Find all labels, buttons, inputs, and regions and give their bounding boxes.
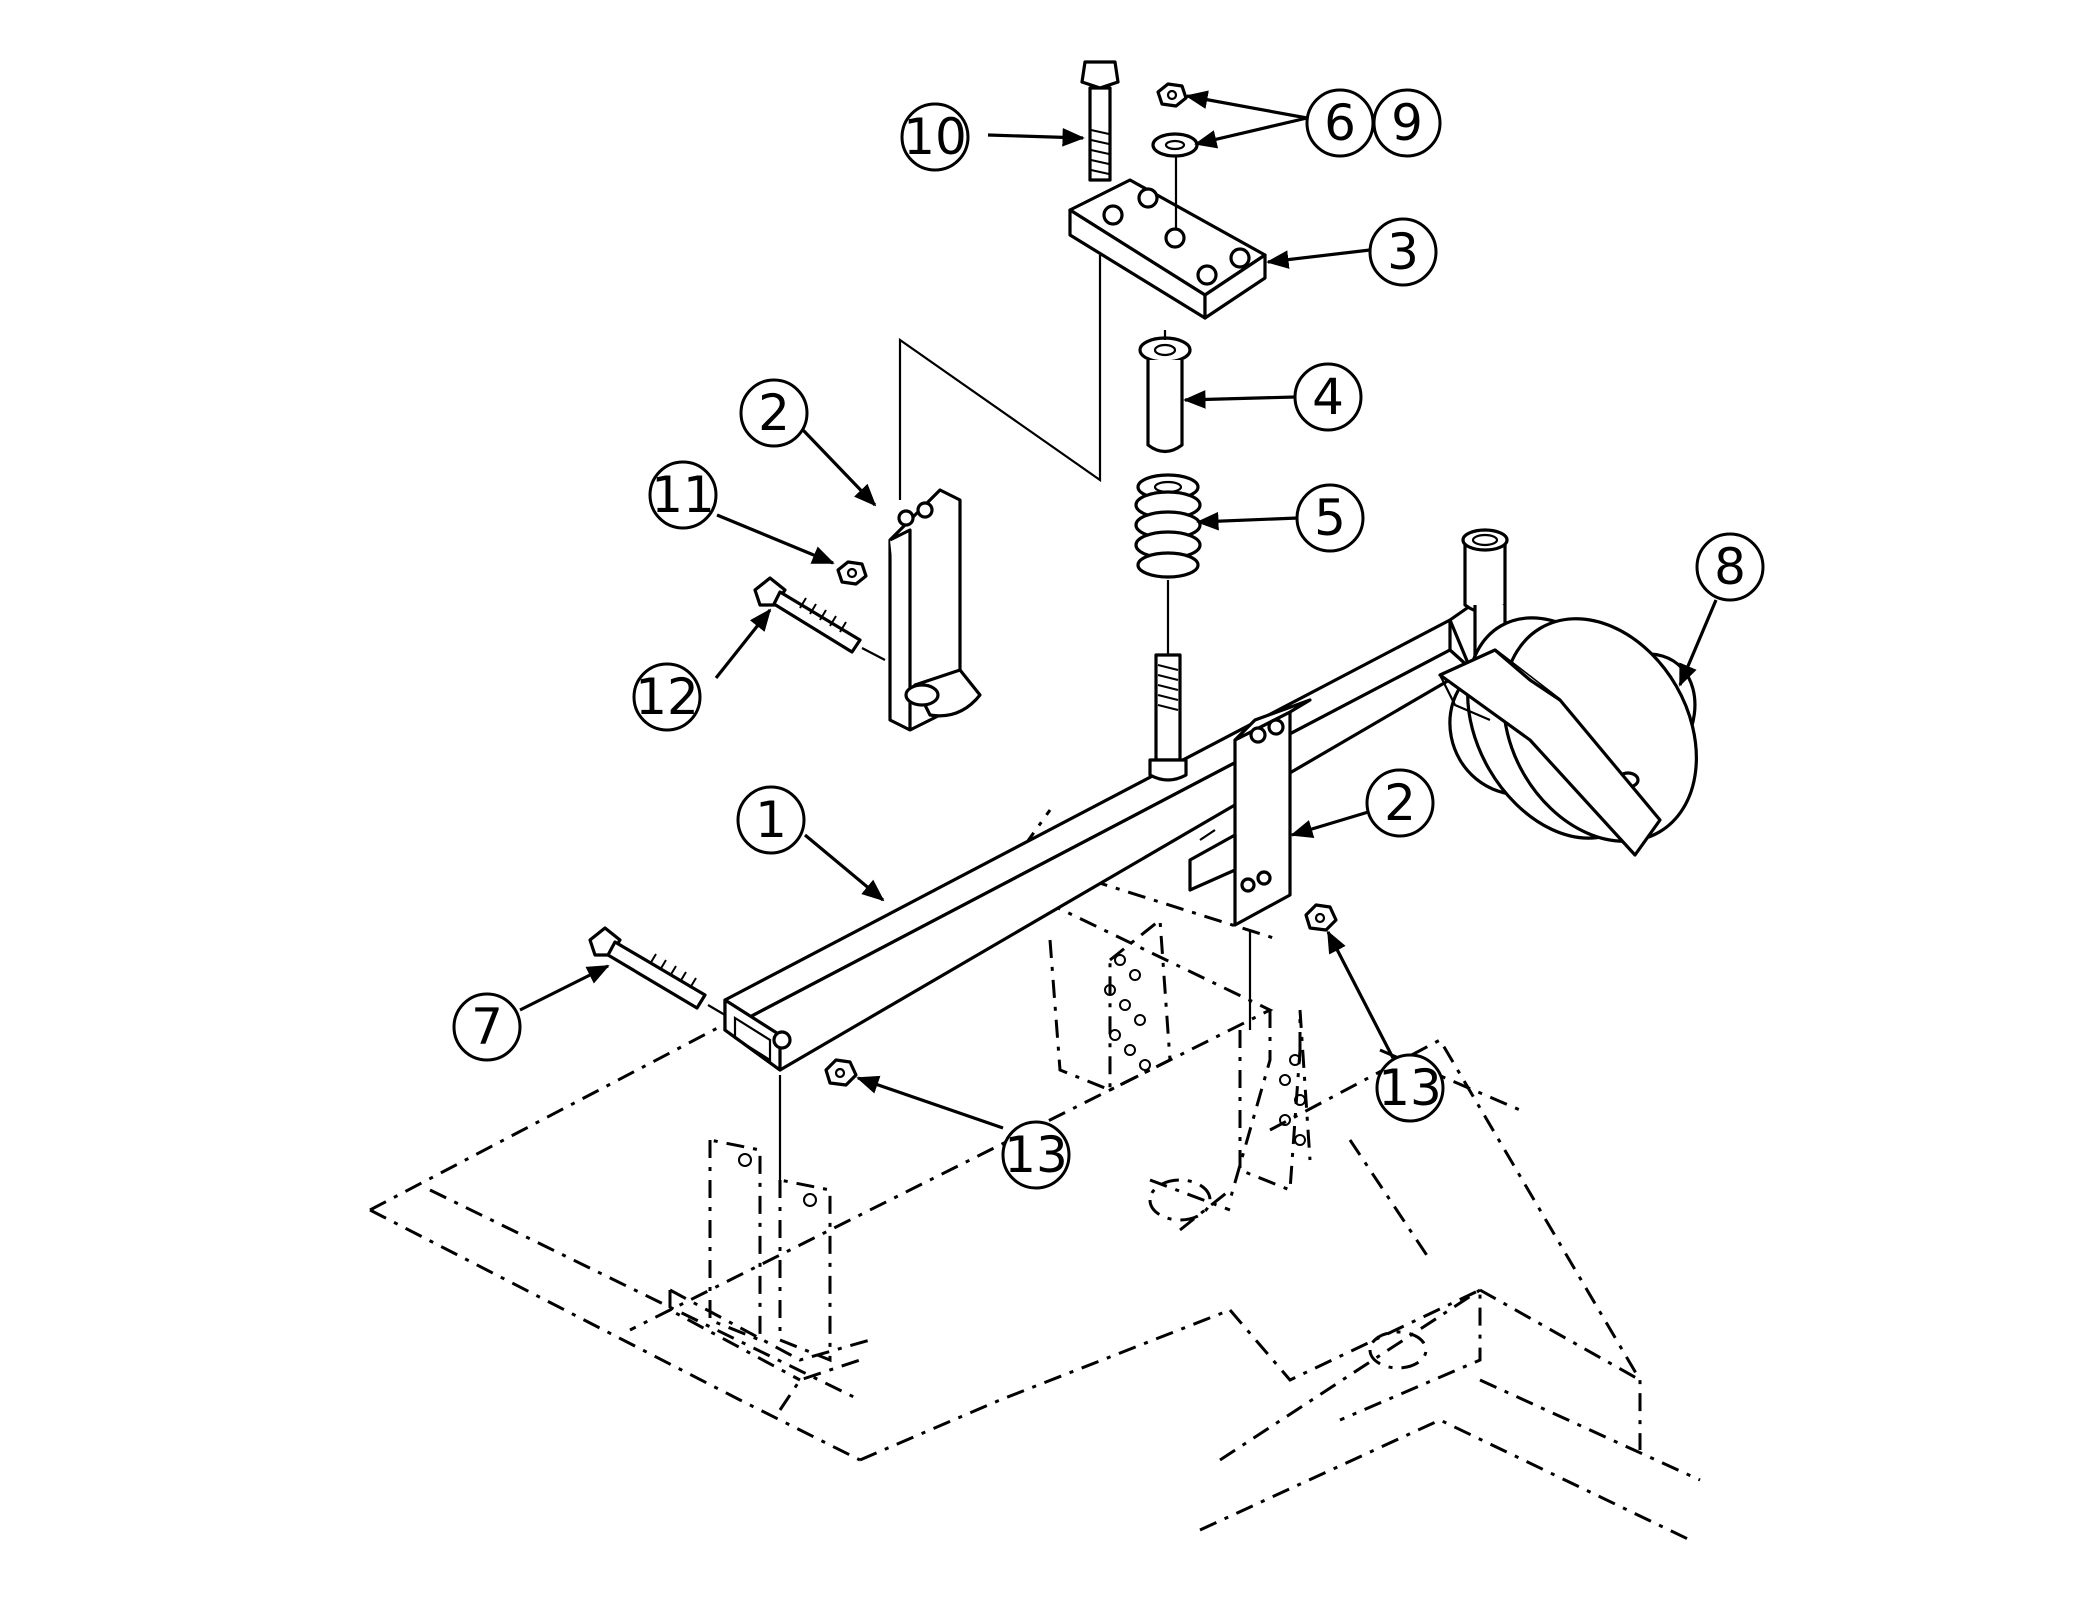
callout-7: 7 <box>452 992 522 1062</box>
mount-bracket-rear <box>1188 698 1312 927</box>
callout-2-upper: 2 <box>739 378 809 448</box>
callout-2-lower-label: 2 <box>1384 774 1416 832</box>
callout-9-label: 9 <box>1391 94 1423 152</box>
callout-13-rear-label: 13 <box>1378 1059 1442 1117</box>
callout-11-label: 11 <box>651 466 715 524</box>
washer-top <box>1151 132 1199 158</box>
callout-12: 12 <box>632 662 702 732</box>
callout-6: 6 <box>1305 88 1375 158</box>
nut-11 <box>836 560 868 586</box>
callout-10: 10 <box>900 102 970 172</box>
callout-3: 3 <box>1368 217 1438 287</box>
callout-8: 8 <box>1695 532 1765 602</box>
caster-wheel <box>1438 616 1698 857</box>
callout-5: 5 <box>1295 483 1365 553</box>
callout-13-front-label: 13 <box>1004 1126 1068 1184</box>
bracket-hole-pattern <box>738 954 1306 1207</box>
leader-lines <box>519 90 1718 1130</box>
bolt-12 <box>753 576 886 661</box>
callout-13-rear: 13 <box>1375 1053 1445 1123</box>
lock-nut-rear <box>1304 903 1338 932</box>
callout-11: 11 <box>648 460 718 530</box>
callout-2-lower: 2 <box>1365 768 1435 838</box>
lock-nut-front <box>824 1058 858 1087</box>
callout-8-label: 8 <box>1714 538 1746 596</box>
callout-2-upper-label: 2 <box>758 384 790 442</box>
callout-4-label: 4 <box>1312 368 1344 426</box>
mount-bracket-exploded <box>888 488 982 732</box>
callout-5-label: 5 <box>1314 489 1346 547</box>
callout-12-label: 12 <box>635 668 699 726</box>
bolt-7 <box>588 926 726 1016</box>
top-plate <box>1068 150 1267 320</box>
assembly-lines <box>778 255 1252 1180</box>
nut-top <box>1156 82 1188 108</box>
callout-13-front: 13 <box>1001 1120 1071 1190</box>
callout-9: 9 <box>1372 88 1442 158</box>
bolt-top <box>1080 60 1120 182</box>
bushing <box>1138 330 1192 454</box>
callout-1: 1 <box>736 785 806 855</box>
mower-deck-ghost <box>369 809 1701 1542</box>
callout-1-label: 1 <box>755 791 787 849</box>
spring-bolt <box>1148 653 1188 782</box>
callout-3-label: 3 <box>1387 223 1419 281</box>
spring <box>1134 473 1202 655</box>
callout-4: 4 <box>1293 362 1363 432</box>
callout-7-label: 7 <box>471 998 503 1056</box>
callout-10-label: 10 <box>903 108 967 166</box>
callout-6-label: 6 <box>1324 94 1356 152</box>
